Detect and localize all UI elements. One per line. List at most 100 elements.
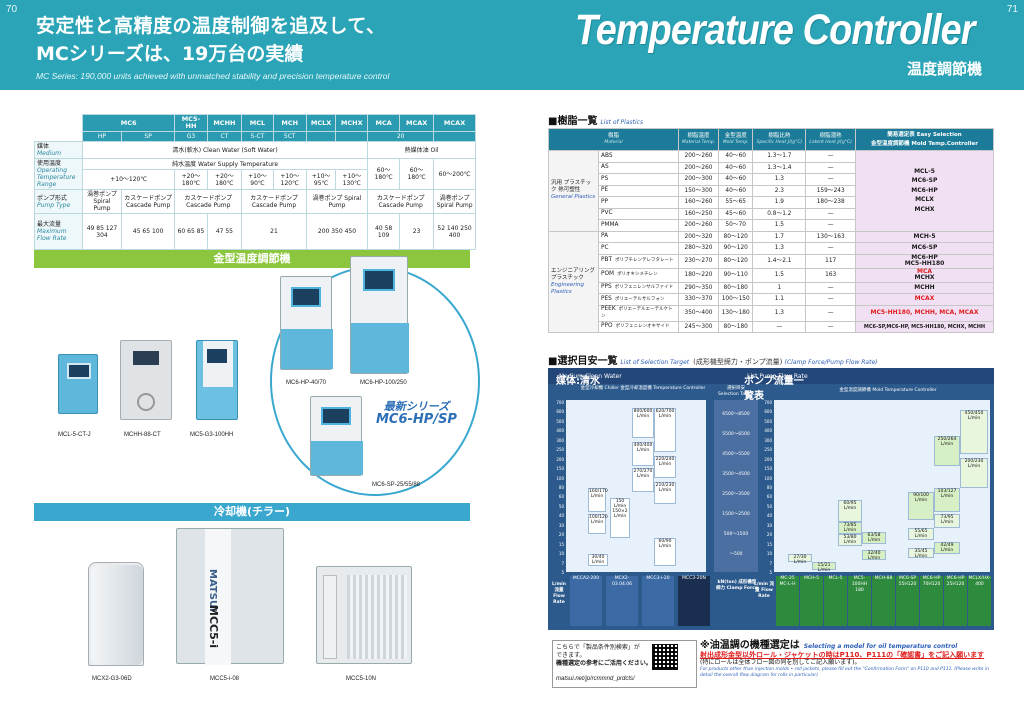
machine-label: MC5-G3-100HH: [190, 432, 234, 438]
plastic-lh: —: [805, 293, 856, 306]
plastic-mt: 200〜260: [677, 219, 720, 232]
y-tick: 5: [561, 570, 564, 575]
y-tick: 15: [766, 541, 772, 547]
spec-model: MCAX: [433, 114, 476, 132]
plastic-material: PMMA: [598, 219, 679, 232]
clamp-footer: kN(ton) 成形機型締力 Clamp Force: [716, 580, 758, 591]
plastic-mold: 45〜60: [718, 207, 754, 220]
y-tick: 150: [556, 466, 564, 472]
plastic-sh: 0.8〜1.2: [752, 207, 807, 220]
mold-model: MCLX/HX-400: [968, 576, 991, 626]
temp-value: +20〜180℃: [174, 169, 208, 190]
easy-select-engineering: MCH-5: [855, 230, 994, 243]
pump-value: 渦巻ポンプ Spiral Pump: [433, 189, 476, 214]
plastic-mt: 200〜320: [677, 230, 720, 243]
flow-bar: 90/100 L/min: [908, 492, 934, 520]
mold-model: MCL-5: [824, 576, 847, 626]
y-tick: 100: [556, 475, 564, 481]
mold-model: MCH-88: [872, 576, 895, 626]
flow-bar: 53/80 L/min: [838, 534, 862, 546]
plastic-lh: —: [805, 173, 856, 186]
plastic-material: PC: [598, 242, 679, 255]
plastic-material: AS: [598, 161, 679, 174]
recommend-url[interactable]: matsui.net/jp/rcmmnd_prdcts/: [556, 676, 635, 682]
flow-bar: 270/270 L/min: [632, 468, 654, 492]
machine-mc6sp: [310, 396, 363, 476]
plastic-mt: 200〜260: [677, 161, 720, 174]
flow-bar: 450/450 L/min: [960, 410, 988, 454]
y-tick: 60: [558, 494, 564, 500]
plastic-sh: 1.3: [752, 173, 807, 186]
y-tick: 50: [766, 503, 772, 509]
plastic-mt: 280〜320: [677, 242, 720, 255]
y-tick: 300: [556, 437, 564, 443]
target-column-header: 選択目安 Selection Target: [717, 386, 755, 397]
y-tick: 500: [556, 418, 564, 424]
plastic-sh: 1.4〜2.1: [752, 253, 807, 269]
clamp-target: 500〜1500: [723, 532, 749, 537]
plastic-mold: 80〜120: [718, 230, 754, 243]
machine-mc6hp-100: [350, 256, 409, 374]
flow-bar: 15/21 L/min: [812, 562, 836, 573]
flow-bar: 100/120 L/min: [588, 514, 608, 534]
y-tick: 80: [766, 485, 772, 490]
easy-select-engineering: MCAX: [855, 293, 994, 306]
flow-value: 45 65 100: [120, 213, 176, 250]
pump-value: カスケードポンプ Cascade Pump: [174, 189, 243, 214]
flow-bar: 160/170 L/min: [588, 488, 608, 512]
plastic-mt: 150〜300: [677, 184, 720, 197]
flow-bar: 63/58 L/min: [862, 532, 886, 544]
plastic-lh: 130〜163: [805, 230, 856, 243]
flow-bar: 150 L/min 150×2 L/min: [610, 498, 630, 538]
spec-model: MCHX: [335, 114, 369, 132]
easy-select-engineering: MC6-SP,MC6-HP, MC5-HH180, MCHX, MCHH: [855, 320, 994, 333]
qr-code[interactable]: [652, 644, 678, 670]
y-tick: 250: [556, 447, 564, 453]
flow-bar: 103/127 L/min: [934, 488, 960, 512]
page-number-left: 70: [6, 4, 18, 15]
spec-model: MCAX: [399, 114, 435, 132]
plastic-mold: 130〜180: [718, 304, 754, 322]
chiller-model: MCC3-i-20: [642, 576, 674, 626]
temp-value: +10〜120℃: [272, 169, 307, 190]
flow-bar: 42/49 L/min: [934, 542, 960, 554]
y-tick: 20: [766, 532, 772, 538]
spec-submodel: 20: [367, 131, 435, 142]
medium-oil: 熱媒体油 Oil: [367, 141, 476, 159]
plastic-sh: 2.3: [752, 184, 807, 197]
flow-value: 200 350 450: [305, 213, 369, 250]
y-tick: 700: [556, 400, 564, 405]
machine-label: MCHH-88-CT: [124, 432, 161, 438]
flow-bar: 27/30 L/min: [788, 554, 812, 565]
flow-bar: 250/264 L/min: [934, 436, 960, 466]
select-model: MCL-5: [914, 167, 935, 175]
plastic-lh: —: [805, 304, 856, 322]
plastic-mold: 40〜60: [718, 161, 754, 174]
plastic-lh: —: [805, 219, 856, 232]
y-tick: 500: [764, 418, 772, 424]
plastic-lh: 180〜238: [805, 196, 856, 209]
plastic-mold: 80〜180: [718, 320, 754, 333]
clamp-target: 4500〜5500: [722, 452, 750, 457]
machine-label: MC6-HP-40/70: [286, 380, 327, 386]
plastic-material: PS: [598, 173, 679, 186]
plastic-sh: 1.3〜1.7: [752, 150, 807, 163]
machine-mc5g3: [196, 340, 238, 420]
chiller-section-title: 冷却機(チラー): [34, 503, 470, 521]
headline-line2: MCシリーズは、19万台の実績: [36, 43, 304, 65]
y-tick: 700: [764, 400, 772, 405]
target-panel: [714, 400, 758, 572]
pump-value: カスケードポンプ Cascade Pump: [241, 189, 307, 214]
